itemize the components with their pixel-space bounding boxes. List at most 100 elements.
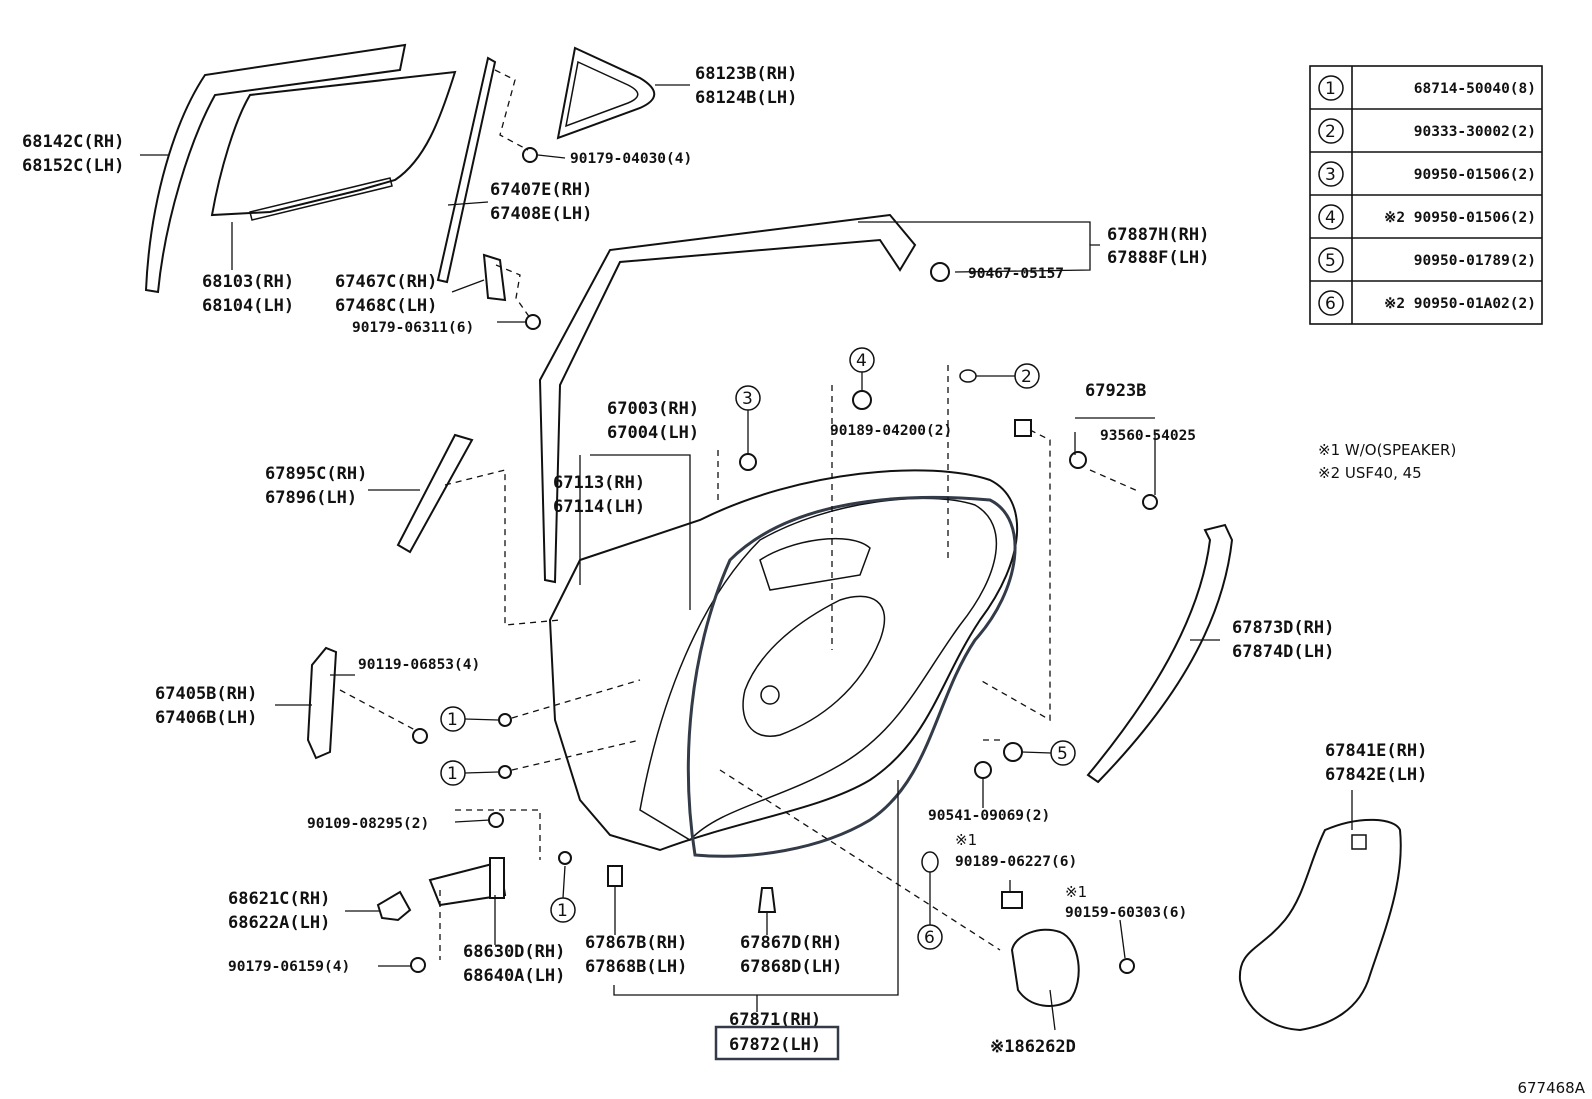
side-weatherstrip[interactable] <box>1086 523 1234 784</box>
legend-num-2: 2 <box>1325 122 1336 142</box>
label-67874d[interactable]: 67874D(LH) <box>1232 642 1334 662</box>
belt-moulding[interactable] <box>396 433 474 554</box>
legend-part-2[interactable]: 90333-30002(2) <box>1414 124 1536 140</box>
label-68630d[interactable]: 68630D(RH) <box>463 942 565 962</box>
door-hinge[interactable] <box>376 890 412 922</box>
plug-5[interactable] <box>1003 742 1023 762</box>
plug-1a[interactable] <box>498 713 512 727</box>
label-67867b[interactable]: 67867B(RH) <box>585 933 687 953</box>
label-90189-06227[interactable]: 90189-06227(6) <box>955 854 1077 870</box>
label-67406b[interactable]: 67406B(LH) <box>155 708 257 728</box>
glass-run-channel[interactable] <box>144 43 407 294</box>
bolt-90119[interactable] <box>412 728 428 744</box>
label-68103[interactable]: 68103(RH) <box>202 272 294 292</box>
label-90159-note: ※1 <box>1065 883 1087 901</box>
label-68142c[interactable]: 68142C(RH) <box>22 132 124 152</box>
label-90189-04200[interactable]: 90189-04200(2) <box>830 423 952 439</box>
plug-1c[interactable] <box>558 851 572 865</box>
label-67114[interactable]: 67114(LH) <box>553 497 645 517</box>
screw-90159[interactable] <box>1119 958 1135 974</box>
label-67468c[interactable]: 67468C(LH) <box>335 296 437 316</box>
label-67871[interactable]: 67871(RH) <box>729 1010 821 1030</box>
callout-1b-text: 1 <box>447 764 458 784</box>
label-90109[interactable]: 90109-08295(2) <box>307 816 429 832</box>
label-90179-06311[interactable]: 90179-06311(6) <box>352 320 474 336</box>
nut-90179-06311[interactable] <box>525 314 541 330</box>
service-hole-cover[interactable] <box>1238 818 1402 1032</box>
plug-1b[interactable] <box>498 765 512 779</box>
label-68640a[interactable]: 68640A(LH) <box>463 966 565 986</box>
quarter-window-glass[interactable] <box>556 46 656 140</box>
part-labels: 68142C(RH) 68152C(LH) 68103(RH) 68104(LH… <box>22 64 1427 1061</box>
plug-4[interactable] <box>852 390 872 410</box>
bolt-90109[interactable] <box>488 812 504 828</box>
label-67888f[interactable]: 67888F(LH) <box>1107 248 1209 268</box>
diagram-code: 677468A <box>1517 1079 1585 1097</box>
label-67407e[interactable]: 67407E(RH) <box>490 180 592 200</box>
label-67405b[interactable]: 67405B(RH) <box>155 684 257 704</box>
label-67841e[interactable]: 67841E(RH) <box>1325 741 1427 761</box>
label-68622a[interactable]: 68622A(LH) <box>228 913 330 933</box>
label-68621c[interactable]: 68621C(RH) <box>228 889 330 909</box>
nut-90179-04030[interactable] <box>522 147 538 163</box>
fasteners <box>410 147 1158 974</box>
plug-3[interactable] <box>739 453 757 471</box>
label-67867d[interactable]: 67867D(RH) <box>740 933 842 953</box>
legend-part-3[interactable]: 90950-01506(2) <box>1414 167 1536 183</box>
label-67113[interactable]: 67113(RH) <box>553 473 645 493</box>
label-67408e[interactable]: 67408E(LH) <box>490 204 592 224</box>
label-90179-04030[interactable]: 90179-04030(4) <box>570 151 692 167</box>
label-67467c[interactable]: 67467C(RH) <box>335 272 437 292</box>
label-67003[interactable]: 67003(RH) <box>607 399 699 419</box>
callout-3-text: 3 <box>742 389 753 409</box>
speaker-cover[interactable] <box>1010 928 1080 1007</box>
door-glass[interactable] <box>210 70 457 217</box>
label-90541[interactable]: 90541-09069(2) <box>928 808 1050 824</box>
plug-90541[interactable] <box>974 761 992 779</box>
label-90119[interactable]: 90119-06853(4) <box>358 657 480 673</box>
door-panel[interactable] <box>548 469 1019 852</box>
check-arm[interactable] <box>489 857 505 899</box>
label-67842e[interactable]: 67842E(LH) <box>1325 765 1427 785</box>
label-67895c[interactable]: 67895C(RH) <box>265 464 367 484</box>
label-68124b[interactable]: 68124B(LH) <box>695 88 797 108</box>
clip-90467[interactable] <box>930 262 950 282</box>
clip-90189-06227[interactable] <box>1001 891 1023 909</box>
door-frame-weatherstrip[interactable] <box>538 213 917 584</box>
plug-2[interactable] <box>959 369 977 383</box>
nut-90179-06159[interactable] <box>410 957 426 973</box>
legend-part-4[interactable]: ※2 90950-01506(2) <box>1384 210 1536 226</box>
clip-67867D[interactable] <box>757 887 777 913</box>
label-67923b[interactable]: 67923B <box>1085 381 1146 401</box>
label-86262d[interactable]: ※186262D <box>990 1037 1076 1057</box>
label-68152c[interactable]: 68152C(LH) <box>22 156 124 176</box>
clip-67867B[interactable] <box>607 865 623 887</box>
label-68123b[interactable]: 68123B(RH) <box>695 64 797 84</box>
label-67887h[interactable]: 67887H(RH) <box>1107 225 1209 245</box>
label-67868b[interactable]: 67868B(LH) <box>585 957 687 977</box>
callout-4-text: 4 <box>856 351 867 371</box>
label-90179-06159[interactable]: 90179-06159(4) <box>228 959 350 975</box>
label-67868d[interactable]: 67868D(LH) <box>740 957 842 977</box>
label-67896[interactable]: 67896(LH) <box>265 488 357 508</box>
legend-part-1[interactable]: 68714-50040(8) <box>1414 81 1536 97</box>
bracket-67467[interactable] <box>482 253 507 302</box>
division-bar[interactable] <box>436 56 497 284</box>
legend-num-3: 3 <box>1325 165 1336 185</box>
label-90159[interactable]: 90159-60303(6) <box>1065 905 1187 921</box>
legend-part-6[interactable]: ※2 90950-01A02(2) <box>1384 296 1536 312</box>
window-regulator[interactable] <box>306 646 338 760</box>
label-90467[interactable]: 90467-05157 <box>968 266 1064 282</box>
label-67004[interactable]: 67004(LH) <box>607 423 699 443</box>
clip-90189-04200[interactable] <box>1014 419 1032 437</box>
cushion-67923[interactable] <box>1069 451 1087 469</box>
door-weatherstrip[interactable] <box>686 495 1017 858</box>
label-68104[interactable]: 68104(LH) <box>202 296 294 316</box>
label-67873d[interactable]: 67873D(RH) <box>1232 618 1334 638</box>
plug-6[interactable] <box>921 851 939 873</box>
label-93560[interactable]: 93560-54025 <box>1100 428 1196 444</box>
label-67872[interactable]: 67872(LH) <box>729 1035 821 1055</box>
screw-93560[interactable] <box>1142 494 1158 510</box>
legend-part-5[interactable]: 90950-01789(2) <box>1414 253 1536 269</box>
